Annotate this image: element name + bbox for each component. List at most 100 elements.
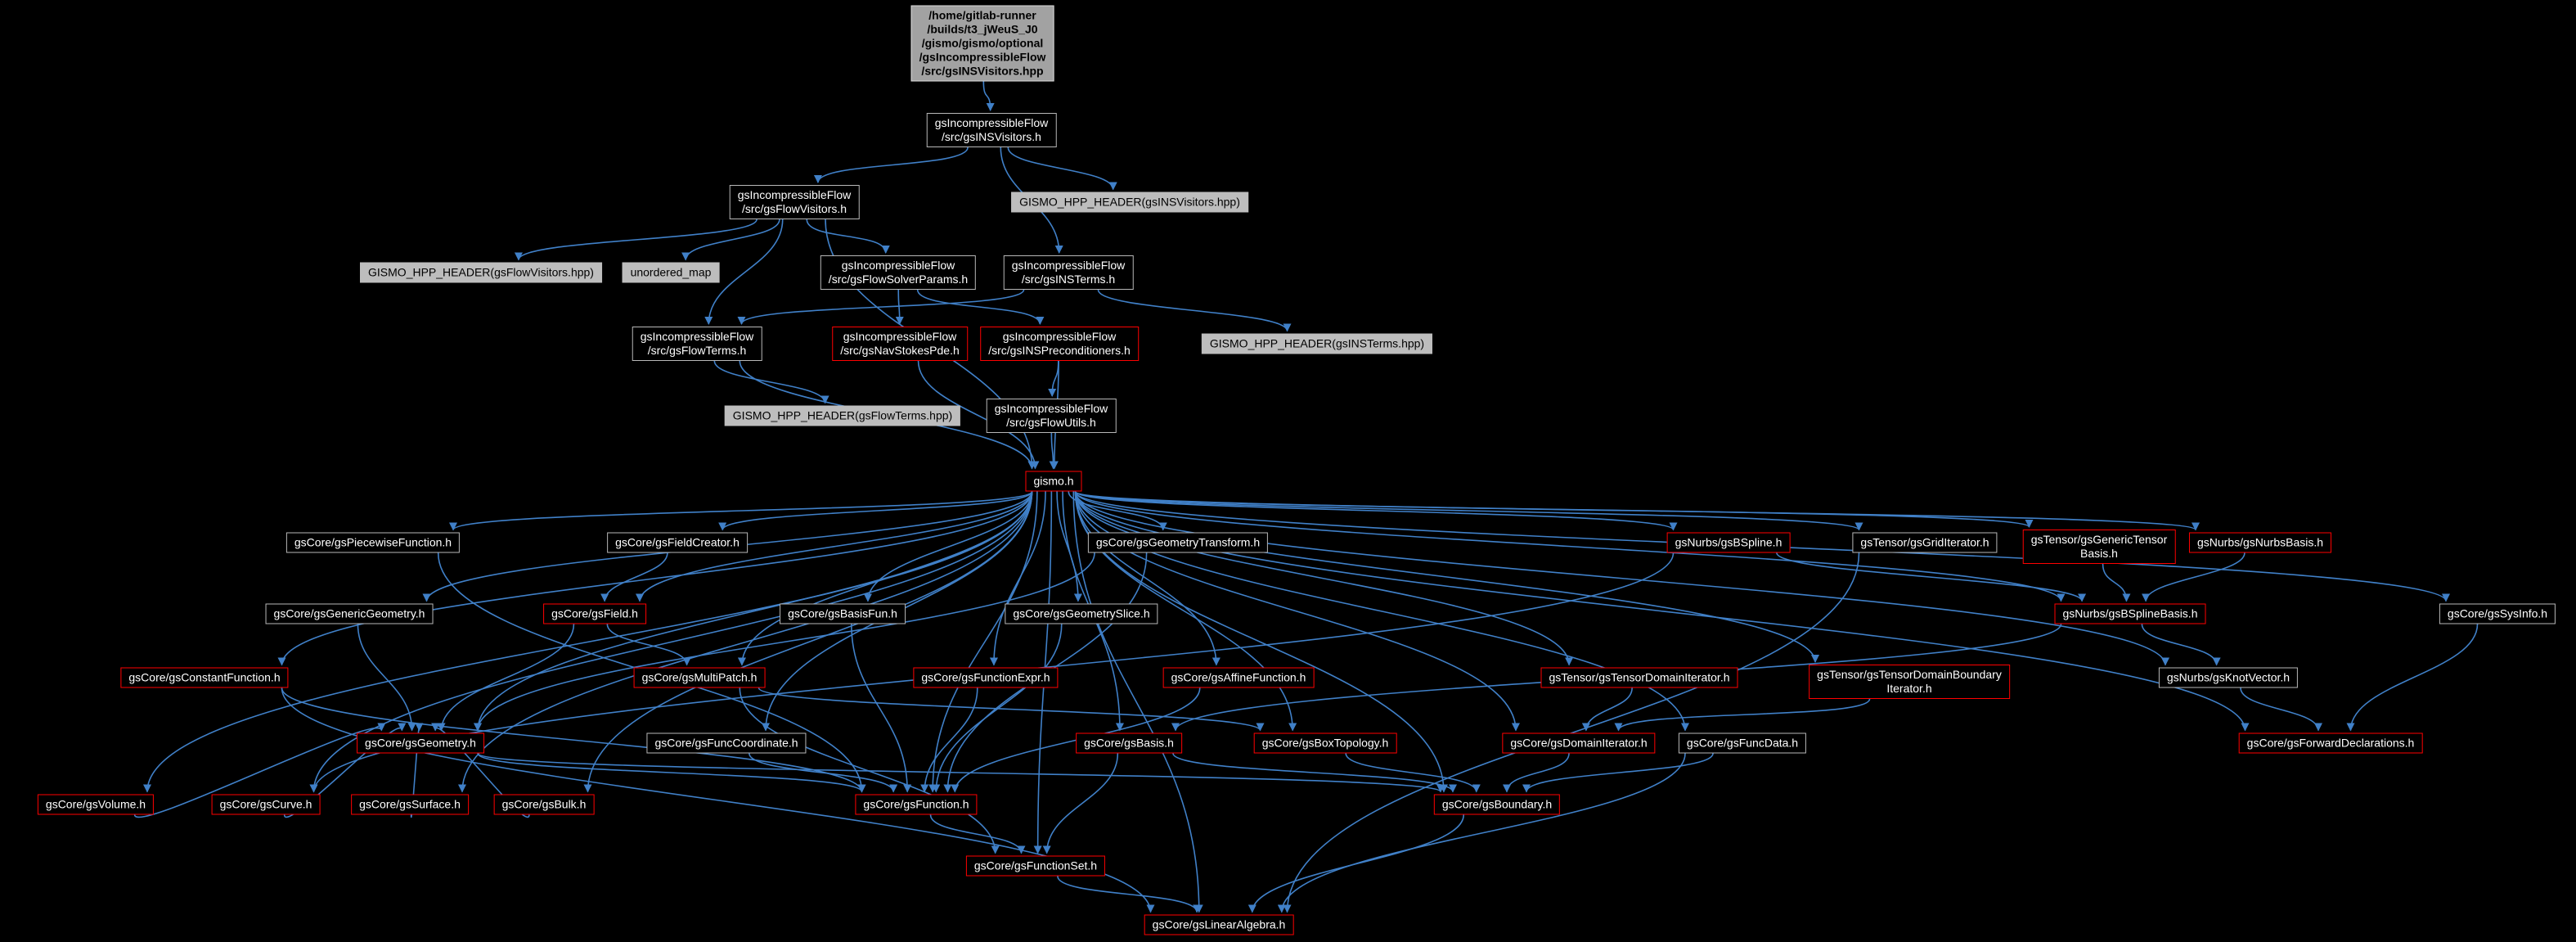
graph-node-gsFunction_h[interactable]: gsCore/gsFunction.h [855, 794, 978, 815]
node-label: gsCore/gsSysInfo.h [2447, 606, 2548, 620]
include-edge-gsGenericTensorBasis_h-to-gsBSplineBasis_h [2102, 563, 2131, 602]
node-label: gsNurbs/gsNurbsBasis.h [2196, 535, 2324, 549]
graph-node-gsBoxTopology_h[interactable]: gsCore/gsBoxTopology.h [1253, 732, 1397, 754]
node-label: gsIncompressibleFlow [934, 116, 1049, 129]
graph-node-gsFlowTerms_h[interactable]: gsIncompressibleFlow/src/gsFlowTerms.h [632, 327, 762, 361]
graph-node-gsForwardDeclarations_h[interactable]: gsCore/gsForwardDeclarations.h [2238, 732, 2423, 754]
graph-node-gsFlowUtils_h[interactable]: gsIncompressibleFlow/src/gsFlowUtils.h [986, 399, 1117, 433]
include-edge-gismo_h-to-gsPiecewiseFunction_h [449, 490, 1033, 531]
node-label: gsCore/gsFuncData.h [1686, 736, 1799, 750]
node-label: gsCore/gsLinearAlgebra.h [1152, 917, 1286, 931]
node-label: GISMO_HPP_HEADER(gsINSTerms.hpp) [1209, 336, 1425, 350]
node-label: gsIncompressibleFlow [737, 188, 852, 201]
graph-node-gsBSpline_h[interactable]: gsNurbs/gsBSpline.h [1666, 532, 1791, 553]
graph-node-gsTensorDomainIterator_h[interactable]: gsTensor/gsTensorDomainIterator.h [1540, 667, 1738, 688]
node-label: /src/gsINSVisitors.h [942, 130, 1041, 143]
node-label: gsCore/gsGeometry.h [365, 736, 476, 750]
graph-node-gsFlowSolverParams_h[interactable]: gsIncompressibleFlow/src/gsFlowSolverPar… [820, 255, 977, 290]
include-edge-gsFlowVisitors_h-to-unordered_map [681, 219, 780, 261]
graph-node-gsKnotVector_h[interactable]: gsNurbs/gsKnotVector.h [2158, 667, 2299, 688]
include-edge-gismo_h-to-gsTensorDomainBoundaryIterator_h [1074, 491, 1819, 663]
graph-node-gsFlowVisitors_h[interactable]: gsIncompressibleFlow/src/gsFlowVisitors.… [729, 185, 860, 219]
node-label: Basis.h [2080, 547, 2118, 560]
node-label: gsIncompressibleFlow [1011, 259, 1126, 272]
node-label: /src/gsFlowVisitors.h [741, 202, 847, 215]
graph-node-gsINSPreconditioners_h[interactable]: gsIncompressibleFlow/src/gsINSPreconditi… [980, 327, 1139, 361]
graph-node-gsINSVisitors_h[interactable]: gsIncompressibleFlow/src/gsINSVisitors.h [926, 113, 1057, 147]
graph-node-gsGridIterator_h[interactable]: gsTensor/gsGridIterator.h [1852, 532, 1998, 553]
include-edge-gsBulk_h-to-gsGeometry_h [431, 723, 530, 818]
graph-node-gsSurface_h[interactable]: gsCore/gsSurface.h [351, 794, 469, 815]
include-edge-gsFieldCreator_h-to-gsField_h [600, 552, 668, 602]
include-edge-gsFlowVisitors_h-to-gsFlowSolverParams_h [806, 219, 890, 254]
include-edge-gsINSVisitors_h-to-hpp_gsINSVisitors [1007, 146, 1117, 191]
graph-node-gsFieldCreator_h[interactable]: gsCore/gsFieldCreator.h [607, 532, 748, 553]
graph-node-gsFuncCoordinate_h[interactable]: gsCore/gsFuncCoordinate.h [646, 732, 807, 754]
graph-node-gsFuncData_h[interactable]: gsCore/gsFuncData.h [1678, 732, 1807, 754]
graph-node-gsBoundary_h[interactable]: gsCore/gsBoundary.h [1433, 794, 1561, 815]
graph-node-gsNavStokesPde_h[interactable]: gsIncompressibleFlow/src/gsNavStokesPde.… [832, 327, 968, 361]
graph-node-gsMultiPatch_h[interactable]: gsCore/gsMultiPatch.h [633, 667, 766, 688]
graph-node-hpp_gsFlowVisitors: GISMO_HPP_HEADER(gsFlowVisitors.hpp) [360, 262, 602, 283]
graph-node-hpp_gsINSTerms: GISMO_HPP_HEADER(gsINSTerms.hpp) [1201, 333, 1433, 354]
include-edge-gismo_h-to-gsTensorDomainIterator_h [1074, 491, 1574, 666]
include-edge-gsGridIterator_h-to-gsLinearAlgebra_h [1283, 552, 1860, 913]
graph-node-gsSysInfo_h[interactable]: gsCore/gsSysInfo.h [2439, 603, 2556, 624]
node-label: /src/gsINSPreconditioners.h [988, 344, 1131, 357]
graph-node-gsFunctionSet_h[interactable]: gsCore/gsFunctionSet.h [965, 855, 1106, 877]
graph-node-gsINSTerms_h[interactable]: gsIncompressibleFlow/src/gsINSTerms.h [1003, 255, 1134, 290]
include-edge-gsBoundary_h-to-gsLinearAlgebra_h [1248, 814, 1464, 913]
node-label: gsIncompressibleFlow [843, 330, 957, 343]
graph-node-gsFunctionExpr_h[interactable]: gsCore/gsFunctionExpr.h [913, 667, 1059, 688]
include-edge-gismo_h-to-gsConstantFunction_h [277, 491, 1033, 666]
graph-node-gsBasisFun_h[interactable]: gsCore/gsBasisFun.h [780, 603, 906, 624]
graph-node-gsGeometrySlice_h[interactable]: gsCore/gsGeometrySlice.h [1005, 603, 1158, 624]
node-label: gsCore/gsBoxTopology.h [1261, 736, 1389, 750]
include-edge-gsFunctionSet_h-to-gsLinearAlgebra_h [1057, 876, 1202, 913]
node-label: unordered_map [630, 265, 712, 279]
graph-node-gsCurve_h[interactable]: gsCore/gsCurve.h [211, 794, 321, 815]
graph-node-gismo_h[interactable]: gismo.h [1025, 471, 1082, 492]
node-label: gsIncompressibleFlow [994, 402, 1108, 415]
include-edge-gsFuncData_h-to-gsBoundary_h [1522, 753, 1714, 793]
node-label: gsCore/gsFieldCreator.h [615, 535, 740, 549]
graph-node-gsBasis_h[interactable]: gsCore/gsBasis.h [1076, 732, 1182, 754]
include-edge-gsKnotVector_h-to-gsForwardDeclarations_h [2240, 687, 2322, 732]
include-edge-gismo_h-to-gsBSplineBasis_h [1074, 491, 2066, 602]
include-edge-gsBasis_h-to-gsFunctionSet_h [1042, 753, 1119, 854]
node-label: gsCore/gsGeometryTransform.h [1095, 535, 1261, 549]
node-label: gsCore/gsFunctionExpr.h [921, 670, 1050, 684]
graph-node-gsLinearAlgebra_h[interactable]: gsCore/gsLinearAlgebra.h [1144, 914, 1294, 935]
include-edge-gsGeometry_h-to-gsFunction_h [477, 752, 866, 793]
include-edge-gismo_h-to-gsFunction_h [928, 491, 1038, 793]
graph-node-gsBulk_h[interactable]: gsCore/gsBulk.h [493, 794, 595, 815]
node-label: GISMO_HPP_HEADER(gsFlowVisitors.hpp) [368, 265, 594, 279]
graph-node-gsField_h[interactable]: gsCore/gsField.h [543, 603, 646, 624]
graph-node-unordered_map: unordered_map [622, 262, 720, 283]
include-edge-gsFunctionExpr_h-to-gsFunction_h [920, 687, 978, 793]
node-label: /gismo/gismo/optional [921, 36, 1044, 50]
include-edge-gismo_h-to-gsBSpline_h [1074, 490, 1678, 531]
graph-node-gsBSplineBasis_h[interactable]: gsNurbs/gsBSplineBasis.h [2054, 603, 2206, 624]
node-label: gsCore/gsBulk.h [501, 797, 587, 811]
include-edge-gismo_h-to-gsSurface_h [458, 491, 1033, 793]
graph-node-gsAffineFunction_h[interactable]: gsCore/gsAffineFunction.h [1162, 667, 1315, 688]
node-label: gsCore/gsMultiPatch.h [641, 670, 758, 684]
include-edge-gsINSVisitors_h-to-gsFlowVisitors_h [813, 146, 969, 183]
graph-node-gsNurbsBasis_h[interactable]: gsNurbs/gsNurbsBasis.h [2188, 532, 2332, 553]
node-label: gsCore/gsFunctionSet.h [973, 859, 1098, 872]
graph-node-gsGenericGeometry_h[interactable]: gsCore/gsGenericGeometry.h [265, 603, 434, 624]
include-edge-gsGenericGeometry_h-to-gsGeometry_h [357, 624, 416, 732]
graph-node-gsGeometry_h[interactable]: gsCore/gsGeometry.h [357, 732, 484, 754]
graph-node-gsDomainIterator_h[interactable]: gsCore/gsDomainIterator.h [1502, 732, 1656, 754]
graph-node-gsVolume_h[interactable]: gsCore/gsVolume.h [37, 794, 155, 815]
include-edge-gismo_h-to-gsAffineFunction_h [1074, 491, 1221, 666]
graph-node-gsGeometryTransform_h[interactable]: gsCore/gsGeometryTransform.h [1087, 532, 1269, 553]
graph-node-gsPiecewiseFunction_h[interactable]: gsCore/gsPiecewiseFunction.h [285, 532, 461, 553]
graph-node-gsConstantFunction_h[interactable]: gsCore/gsConstantFunction.h [120, 667, 289, 688]
node-label: /src/gsINSTerms.h [1021, 273, 1116, 286]
node-label: /gsIncompressibleFlow [919, 50, 1046, 64]
